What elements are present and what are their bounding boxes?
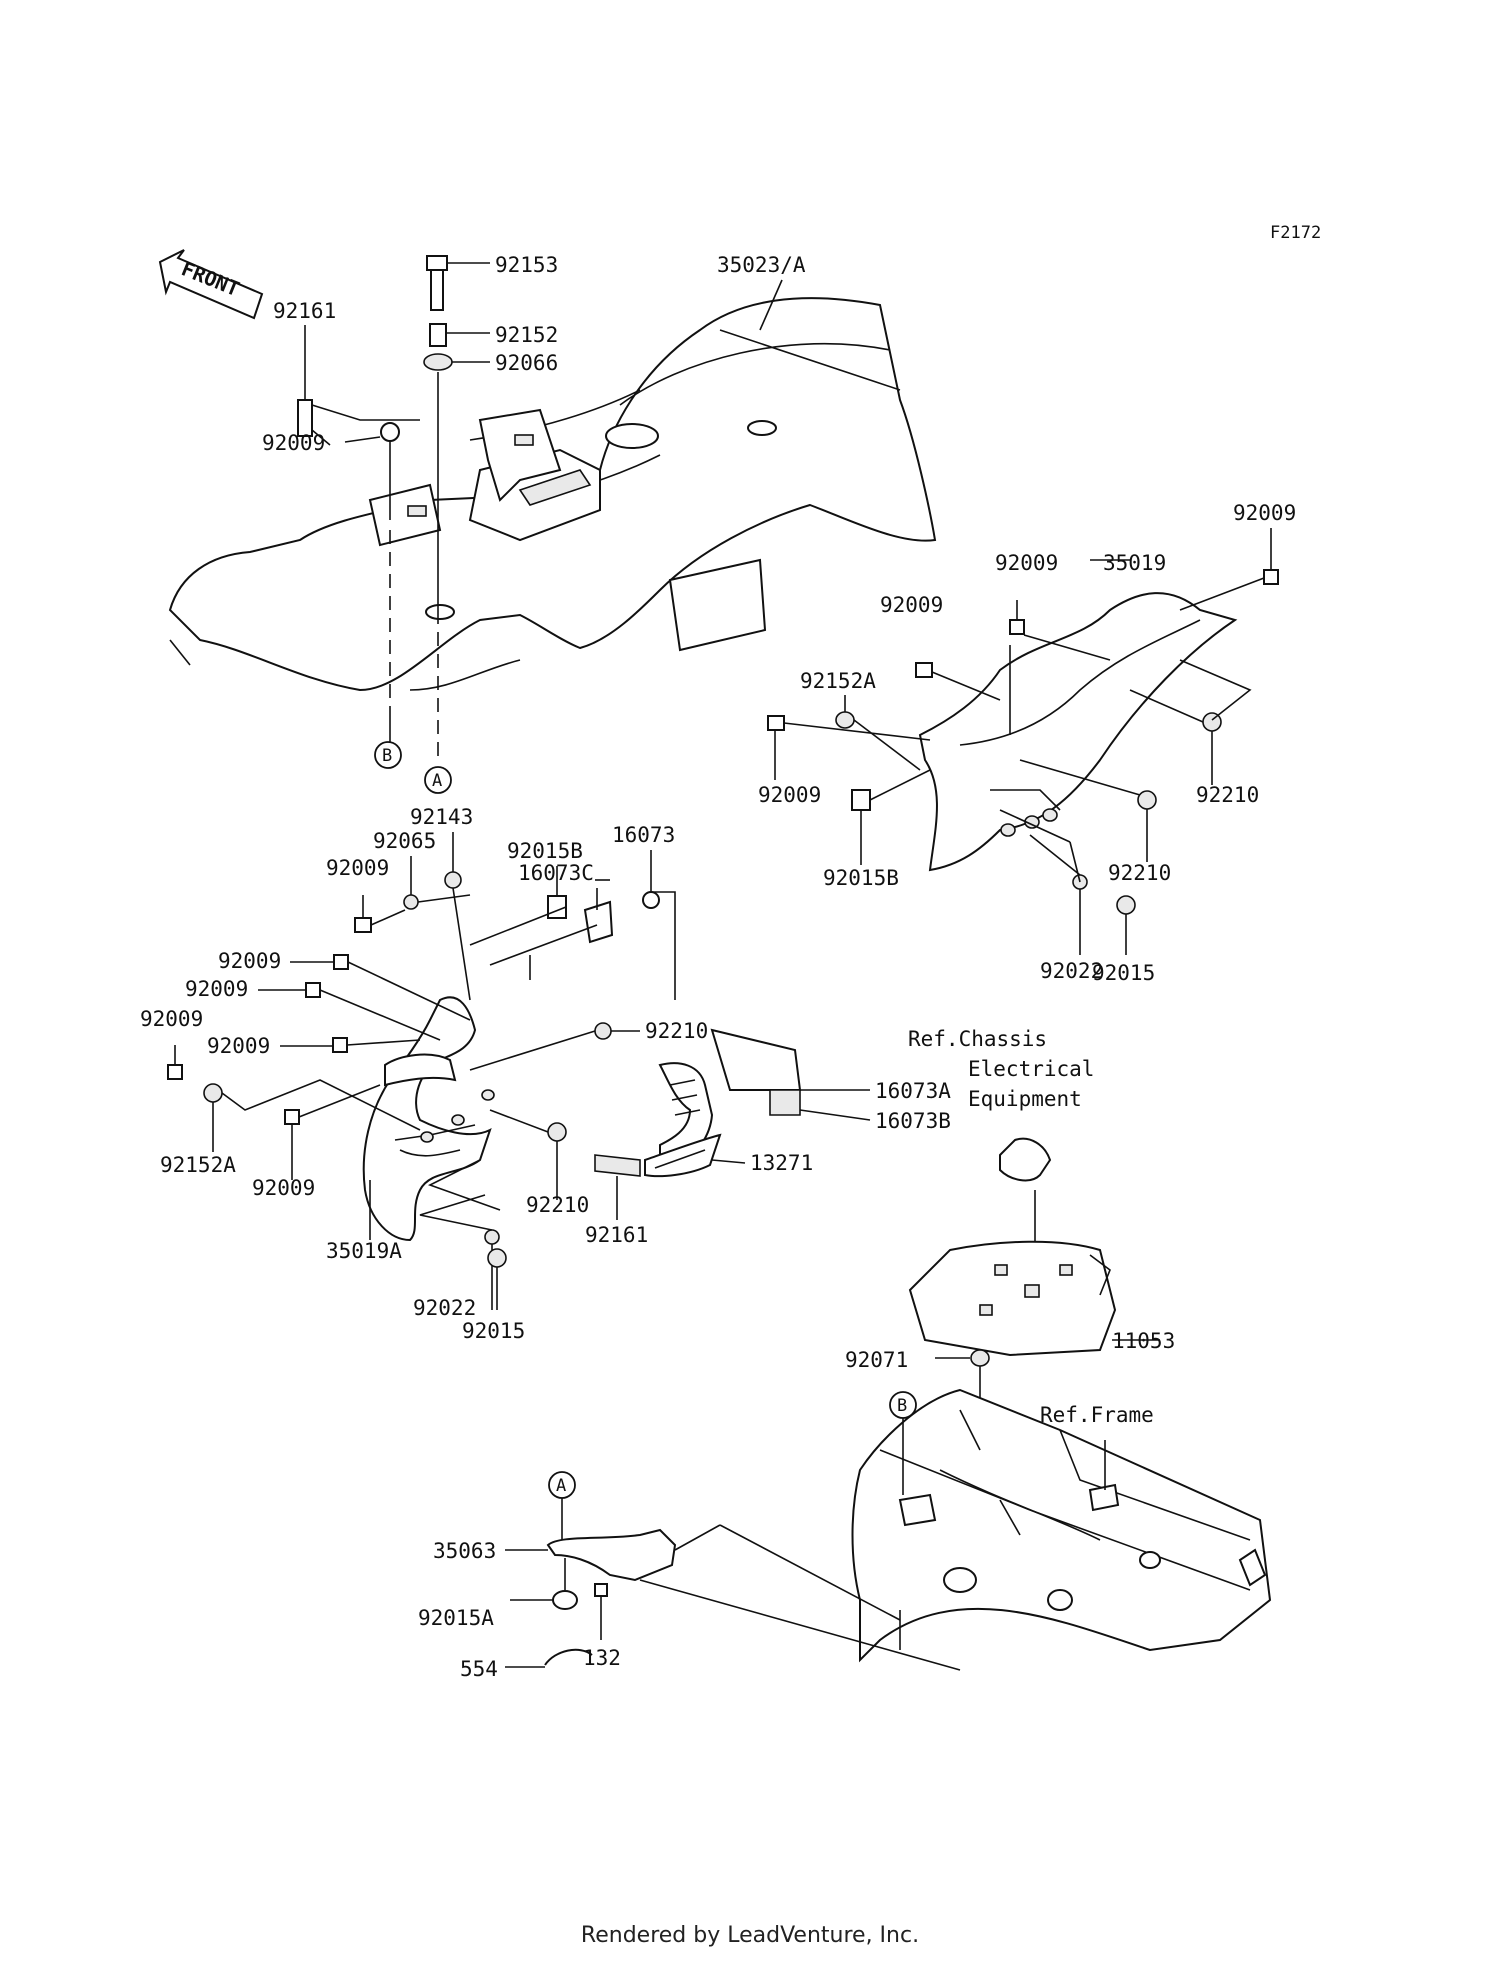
spacer-92161-left	[594, 1154, 641, 1177]
label-92153: 92153	[495, 253, 558, 277]
label-92161-l: 92161	[585, 1223, 648, 1247]
label-92152a-l: 92152A	[160, 1153, 236, 1177]
label-92152: 92152	[495, 323, 558, 347]
label-92009-r3: 92009	[880, 593, 943, 617]
svg-text:A: A	[556, 1476, 566, 1496]
label-92015-l: 92015	[462, 1319, 525, 1343]
front-arrow-icon: FRONT	[158, 249, 264, 320]
label-92009-l4: 92009	[140, 1007, 203, 1031]
label-92022-r: 92022	[1040, 959, 1103, 983]
label-92009-l2: 92009	[218, 949, 281, 973]
callout-a-top	[424, 766, 452, 794]
pin-554	[544, 1648, 593, 1666]
label-16073c: 16073C	[518, 861, 594, 885]
frame-assembly	[851, 1388, 1272, 1663]
label-554: 554	[460, 1657, 498, 1681]
label-16073a: 16073A	[875, 1079, 951, 1103]
label-92009-l1: 92009	[326, 856, 389, 880]
label-92009-r1: 92009	[1233, 501, 1296, 525]
label-92009-r4: 92009	[758, 783, 821, 807]
clamp-electrical	[999, 1137, 1052, 1182]
left-mudguard-assembly	[362, 996, 495, 1242]
bolt-132	[594, 1583, 608, 1597]
label-92210-l2: 92210	[526, 1193, 589, 1217]
screw-92009-top	[380, 422, 400, 442]
rear-fender-assembly	[168, 297, 937, 692]
label-132: 132	[583, 1646, 621, 1670]
label-35023: 35023/A	[717, 253, 806, 277]
label-35019a: 35019A	[326, 1239, 402, 1263]
label-92009-top: 92009	[262, 431, 325, 455]
label-92161-top: 92161	[273, 299, 336, 323]
label-11053: 11053	[1112, 1329, 1175, 1353]
label-92009-l3: 92009	[185, 977, 248, 1001]
bracket-35063	[546, 1528, 677, 1582]
pad-16073a	[710, 1028, 802, 1091]
svg-text:B: B	[382, 746, 392, 766]
label-92015b-l: 92015B	[507, 839, 583, 863]
right-mudguard-assembly	[767, 552, 1279, 955]
label-92065: 92065	[373, 829, 436, 853]
ref-frame-label: Ref.Frame	[1040, 1403, 1154, 1427]
svg-text:B: B	[897, 1396, 907, 1416]
right-mudguard	[918, 592, 1238, 872]
callout-b-top	[374, 741, 402, 769]
label-92015a: 92015A	[418, 1606, 494, 1630]
label-92152a-r: 92152A	[800, 669, 876, 693]
label-92210-l1: 92210	[645, 1019, 708, 1043]
label-92022-l: 92022	[413, 1296, 476, 1320]
label-92015-r: 92015	[1092, 961, 1155, 985]
label-92071: 92071	[845, 1348, 908, 1372]
label-92143: 92143	[410, 805, 473, 829]
label-92210-r2: 92210	[1108, 861, 1171, 885]
ref-chassis-line3: Equipment	[968, 1087, 1082, 1111]
label-92066: 92066	[495, 351, 558, 375]
label-16073b: 16073B	[875, 1109, 951, 1133]
tray-11053-assembly	[908, 1137, 1160, 1440]
guard-13271-assembly	[594, 1028, 871, 1220]
left-mudguard	[362, 996, 492, 1242]
top-hardware	[297, 255, 490, 760]
pad-16073b	[769, 1089, 801, 1116]
label-35019: 35019	[1103, 551, 1166, 575]
label-16073: 16073	[612, 823, 675, 847]
bracket-35063-assembly	[505, 1498, 961, 1671]
ref-chassis-line1: Ref.Chassis	[908, 1027, 1047, 1051]
label-92015b-r: 92015B	[823, 866, 899, 890]
label-35063: 35063	[433, 1539, 496, 1563]
bolt-92153-shank	[430, 269, 444, 311]
tray-11053	[908, 1240, 1117, 1357]
label-13271: 13271	[750, 1151, 813, 1175]
bolt-92153-head	[426, 255, 448, 271]
nut-92015a	[552, 1590, 578, 1610]
label-92009-l5: 92009	[207, 1034, 270, 1058]
ref-chassis-line2: Electrical	[968, 1057, 1094, 1081]
footer-credit: Rendered by LeadVenture, Inc.	[581, 1923, 919, 1948]
figure-code: F2172	[1270, 223, 1321, 243]
grommet-92071	[970, 1349, 990, 1367]
washer-92066	[423, 353, 453, 371]
label-92009-r2: 92009	[995, 551, 1058, 575]
clip-92015b-right	[851, 789, 871, 811]
label-92210-r1: 92210	[1196, 783, 1259, 807]
clip-92015b-left	[547, 895, 567, 919]
svg-text:A: A	[432, 771, 442, 791]
label-92009-l6: 92009	[252, 1176, 315, 1200]
